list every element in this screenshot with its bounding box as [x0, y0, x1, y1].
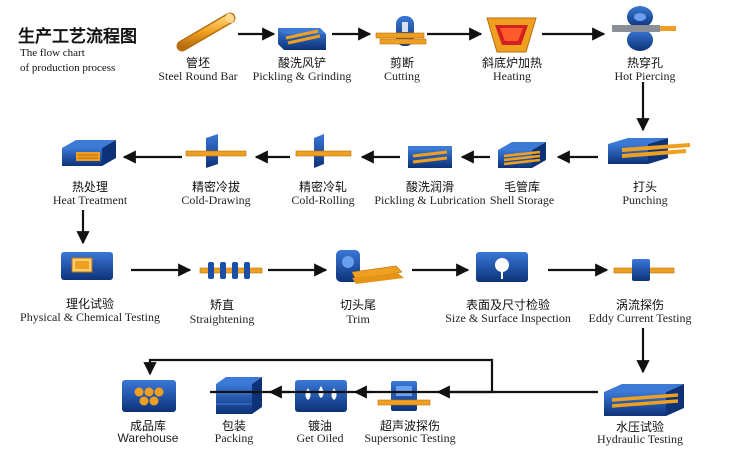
step-label-cn: 酸洗风铲	[277, 56, 327, 70]
step-label-en: Trim	[346, 312, 370, 326]
step-label-cn: 表面及尺寸检验	[465, 298, 551, 312]
shell-rack-icon	[498, 142, 546, 168]
step-label-en: Eddy Current Testing	[588, 311, 692, 325]
step-label-en: Get Oiled	[296, 431, 344, 445]
step-label-en: Size & Surface Inspection	[445, 311, 571, 325]
step-label-en: Supersonic Testing	[364, 431, 456, 445]
step-label-cn: 水压试验	[615, 420, 665, 434]
bundle-box-icon	[216, 377, 262, 414]
step-label-en: Heating	[493, 69, 531, 83]
step-label-cn: 矫直	[209, 298, 235, 312]
furnace-icon	[486, 17, 537, 53]
step-label-cn: 毛管库	[503, 180, 541, 194]
straightening-rollers-icon	[199, 262, 263, 279]
ultrasonic-tester-icon	[377, 381, 431, 411]
step-label-cn: 热处理	[71, 180, 109, 194]
step-label-cn: 管坯	[185, 56, 211, 70]
step-label-en: Straightening	[189, 312, 255, 326]
step-label-cn: 包装	[221, 419, 247, 433]
step-label-cn: 酸洗润滑	[405, 180, 455, 194]
step-label-cn: 热穿孔	[626, 56, 664, 70]
page-subtitle-line2: of production process	[20, 62, 116, 74]
warehouse-stack-icon	[122, 380, 176, 412]
arrow-loop-to-warehouse	[143, 358, 494, 394]
page-subtitle: The flow chart of production process	[20, 46, 115, 76]
step-label-en: Steel Round Bar	[158, 69, 238, 83]
step-label-en: Pickling & Grinding	[252, 69, 352, 83]
step-label-en: Shell Storage	[489, 193, 555, 207]
step-label-cn: 切头尾	[339, 298, 377, 312]
step-label-en: Hot Piercing	[614, 69, 676, 83]
punching-bed-icon	[608, 138, 691, 164]
step-label-en: Heat Treatment	[52, 193, 128, 207]
step-label-en: Hydraulic Testing	[597, 432, 683, 446]
step-label-cn: 成品库	[129, 419, 167, 433]
lab-testing-icon	[61, 252, 113, 280]
step-label-en: Warehouse	[117, 431, 179, 445]
pickling-tank-icon	[278, 28, 326, 50]
step-label-en: Pickling & Lubrication	[374, 193, 486, 207]
step-label-cn: 涡流探伤	[615, 298, 665, 312]
heat-treatment-furnace-icon	[62, 140, 116, 166]
piercing-rolls-icon	[612, 6, 676, 51]
page-title: 生产工艺流程图	[18, 27, 137, 47]
step-label-cn: 镀油	[307, 419, 333, 433]
step-label-cn: 理化试验	[65, 297, 115, 311]
page-subtitle-line1: The flow chart	[20, 47, 85, 59]
round-bar-icon	[176, 12, 236, 52]
step-label-cn: 精密冷拔	[191, 180, 241, 194]
cold-rolling-die-icon	[295, 134, 352, 168]
step-label-cn: 超声波探伤	[379, 419, 441, 433]
flow-arrows	[76, 27, 650, 399]
cold-drawing-die-icon	[185, 134, 247, 168]
step-label-en: Physical & Chemical Testing	[20, 310, 160, 324]
step-label-cn: 精密冷轧	[298, 180, 348, 194]
step-label-en: Cutting	[383, 69, 421, 83]
trim-saw-icon	[336, 250, 404, 284]
hydraulic-test-bench-icon	[604, 384, 684, 416]
eddy-current-coil-icon	[613, 259, 675, 281]
step-label-cn: 斜底炉加热	[481, 56, 543, 70]
inspection-gauge-icon	[476, 252, 528, 282]
lubrication-tank-icon	[408, 146, 452, 168]
step-label-cn: 打头	[632, 180, 658, 194]
step-label-en: Punching	[622, 193, 668, 207]
step-label-en: Packing	[214, 431, 254, 445]
step-label-en: Cold-Rolling	[291, 193, 355, 207]
step-label-cn: 剪断	[389, 56, 415, 70]
cutting-machine-icon	[375, 16, 427, 46]
oil-drops-icon	[295, 380, 347, 412]
step-label-en: Cold-Drawing	[181, 193, 251, 207]
